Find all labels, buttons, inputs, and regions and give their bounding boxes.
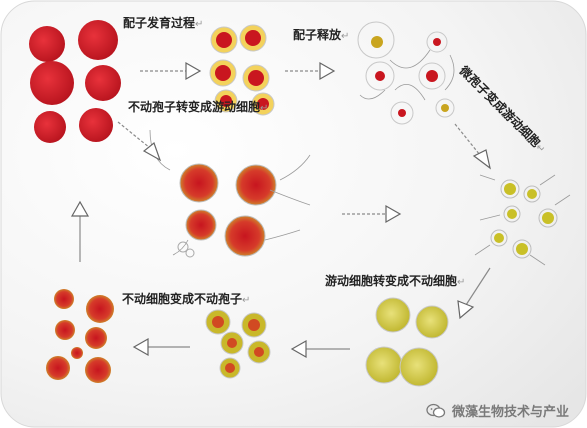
label-motile-to-nonmotile: 游动细胞转变成不动细胞↵ (325, 272, 465, 289)
nonmotile-yellow-cells (365, 297, 449, 387)
red-cell (30, 61, 74, 105)
arrow-4 (117, 121, 151, 149)
arrow-head-8 (132, 337, 149, 357)
label-text: 游动细胞转变成不动细胞 (325, 274, 458, 288)
arrow-head-1 (185, 61, 202, 81)
red-cell (78, 20, 118, 60)
arrow-head-9 (70, 200, 90, 217)
red-cell (34, 111, 66, 143)
watermark-text: 微藻生物技术与产业 (451, 405, 569, 420)
red-cell (29, 26, 65, 62)
big-red-cells-group (29, 20, 121, 143)
arrow-head-7 (290, 339, 307, 359)
label-text: 配子发育过程 (123, 16, 196, 30)
arrow-6 (465, 267, 491, 306)
arrow-head-2 (319, 61, 336, 81)
zoospore-cells (474, 174, 571, 266)
gamete-dev-cells (209, 24, 275, 116)
arrow-head-6 (457, 300, 475, 320)
nonmotile-red-spores (46, 289, 114, 383)
arrow-3 (454, 123, 481, 156)
enter-mark: ↵ (341, 31, 350, 42)
nonmotile-cells-becoming-spores (205, 309, 271, 379)
red-cell (85, 65, 121, 101)
label-gamete-release: 配子释放↵ (293, 26, 349, 43)
label-nonmotile-spore-to-motile: 不动孢子转变成游动细胞↵ (128, 98, 268, 115)
gamete-release-cells (357, 21, 455, 125)
enter-mark: ↵ (457, 277, 466, 288)
arrow-head-3 (472, 149, 491, 170)
label-text: 不动孢子转变成游动细胞 (128, 100, 261, 114)
enter-mark: ↵ (195, 19, 204, 30)
arrow-head-5 (385, 204, 402, 224)
enter-mark: ↵ (242, 295, 251, 306)
label-text: 配子释放 (293, 28, 342, 42)
cycle-arrows (70, 61, 491, 359)
watermark: 微藻生物技术与产业 (426, 401, 569, 420)
label-text: 不动细胞变成不动孢子 (122, 292, 243, 306)
arrow-head-4 (142, 142, 162, 162)
wechat-icon (426, 403, 446, 418)
enter-mark: ↵ (260, 103, 269, 114)
label-gamete-development: 配子发育过程↵ (123, 14, 203, 31)
motile-red-cells (149, 129, 311, 258)
red-cell (79, 108, 113, 142)
label-nonmotile-cell-to-spore: 不动细胞变成不动孢子↵ (122, 290, 250, 307)
